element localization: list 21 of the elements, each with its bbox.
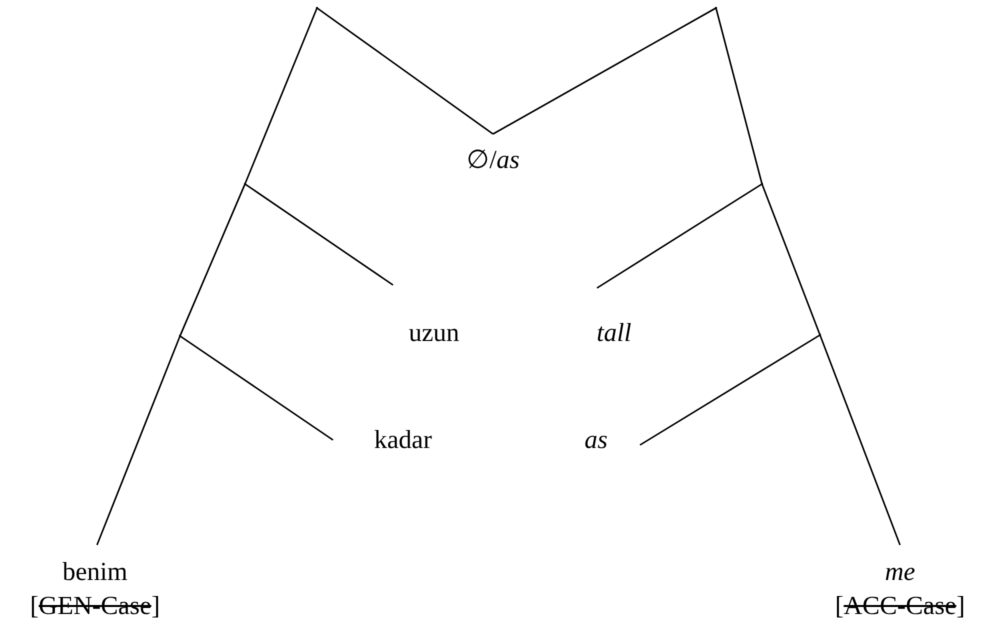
case-feature-label: [GEN-Case]	[30, 590, 160, 622]
tree-branch	[819, 334, 901, 546]
tree-branch	[596, 183, 762, 289]
word-label: as	[584, 424, 608, 456]
word-label: benim	[62, 556, 128, 588]
tree-branch	[244, 183, 394, 286]
word-label: ∅/as	[466, 144, 520, 176]
word-label: tall	[596, 316, 632, 349]
tree-branch	[96, 336, 181, 546]
word-label: kadar	[374, 424, 432, 456]
word-label: uzun	[408, 316, 460, 349]
tree-branch	[244, 8, 318, 184]
tree-branch	[761, 184, 821, 336]
tree-branch	[179, 184, 246, 336]
tree-branch	[492, 7, 716, 135]
word-label: me	[884, 556, 916, 588]
case-feature-label: [ACC-Case]	[834, 590, 965, 622]
tree-branch	[316, 7, 494, 135]
tree-branch	[640, 334, 820, 446]
tree-branch	[180, 335, 334, 441]
tree-branch	[715, 8, 763, 184]
